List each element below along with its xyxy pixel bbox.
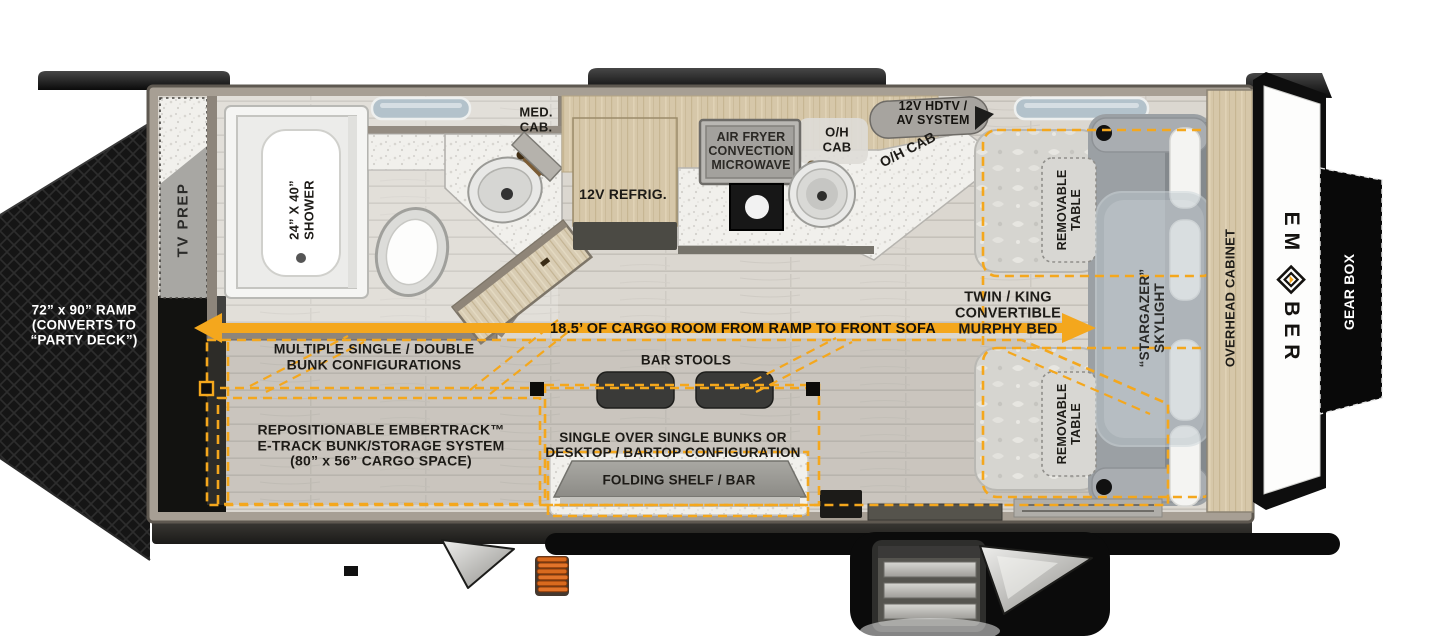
bunk-config-label: MULTIPLE SINGLE / DOUBLE BUNK CONFIGURAT… bbox=[273, 340, 475, 372]
oh-cab-hood-label: O/H CAB bbox=[822, 124, 852, 154]
overhead-cabinet-front bbox=[1206, 89, 1254, 513]
brand-text-left: EM bbox=[1279, 211, 1303, 258]
hdtv-label: 12V HDTV / AV SYSTEM bbox=[896, 99, 970, 127]
gear-box bbox=[1319, 167, 1383, 415]
underbody bbox=[152, 510, 1340, 636]
embertrack-label: REPOSITIONABLE EMBERTRACK™ E-TRACK BUNK/… bbox=[257, 421, 505, 469]
ramp-label: 72” x 90” RAMP (CONVERTS TO “PARTY DECK”… bbox=[30, 302, 138, 348]
brand-text-right: BER bbox=[1279, 301, 1303, 367]
bar-stools-label: BAR STOOLS bbox=[640, 352, 732, 368]
folding-shelf-label: FOLDING SHELF / BAR bbox=[602, 472, 756, 488]
cargo-length-arrow bbox=[194, 313, 1096, 343]
party-deck-ramp bbox=[0, 122, 151, 561]
medicine-cabinet bbox=[510, 130, 564, 183]
cargo-arrow-label: 18.5’ OF CARGO ROOM FROM RAMP TO FRONT S… bbox=[550, 320, 936, 337]
skylight-label: “STARGAZER” SKYLIGHT bbox=[1136, 268, 1167, 368]
brand-logo: EM BER bbox=[1261, 211, 1321, 367]
overhead-cabinet-label: OVERHEAD CABINET bbox=[1222, 228, 1238, 368]
track-handles bbox=[198, 380, 820, 397]
hdtv-av-unit bbox=[869, 96, 994, 139]
stabilizer-jack-right bbox=[979, 545, 1093, 615]
stargazer-skylight bbox=[1095, 191, 1213, 447]
gear-box-label: GEAR BOX bbox=[1341, 253, 1358, 331]
toilet bbox=[374, 206, 450, 298]
med-cab-label: MED. CAB. bbox=[519, 104, 553, 134]
stabilizer-jack-left bbox=[441, 539, 515, 589]
entry-threshold bbox=[820, 490, 1163, 521]
refrigerator-label: 12V REFRIG. bbox=[579, 186, 667, 203]
refrigerator bbox=[572, 117, 678, 250]
kitchen-window bbox=[1013, 96, 1150, 121]
cooktop bbox=[729, 183, 784, 231]
entry-steps bbox=[860, 540, 1000, 640]
bathroom-window bbox=[370, 96, 472, 121]
shower bbox=[224, 105, 369, 299]
murphy-bed-label: TWIN / KING CONVERTIBLE MURPHY BED bbox=[954, 289, 1062, 339]
shower-label: 24” X 40” SHOWER bbox=[286, 180, 316, 240]
kitchen-sink bbox=[788, 160, 856, 228]
removable-table-bottom-label: REMOVABLE TABLE bbox=[1055, 383, 1083, 465]
microwave-label: AIR FRYER CONVECTION MICROWAVE bbox=[708, 130, 794, 172]
cargo-zone-tint bbox=[207, 340, 1168, 505]
removable-table-top-label: REMOVABLE TABLE bbox=[1055, 169, 1083, 251]
tv-prep-cabinet bbox=[159, 97, 208, 299]
ember-diamond-icon bbox=[1276, 264, 1306, 294]
tv-prep-label: TV PREP bbox=[174, 182, 192, 258]
removable-table-top bbox=[1041, 157, 1097, 263]
folding-shelf bbox=[549, 452, 809, 516]
power-cord-coil bbox=[344, 556, 569, 596]
single-bunks-label: SINGLE OVER SINGLE BUNKS OR DESKTOP / BA… bbox=[545, 429, 801, 460]
